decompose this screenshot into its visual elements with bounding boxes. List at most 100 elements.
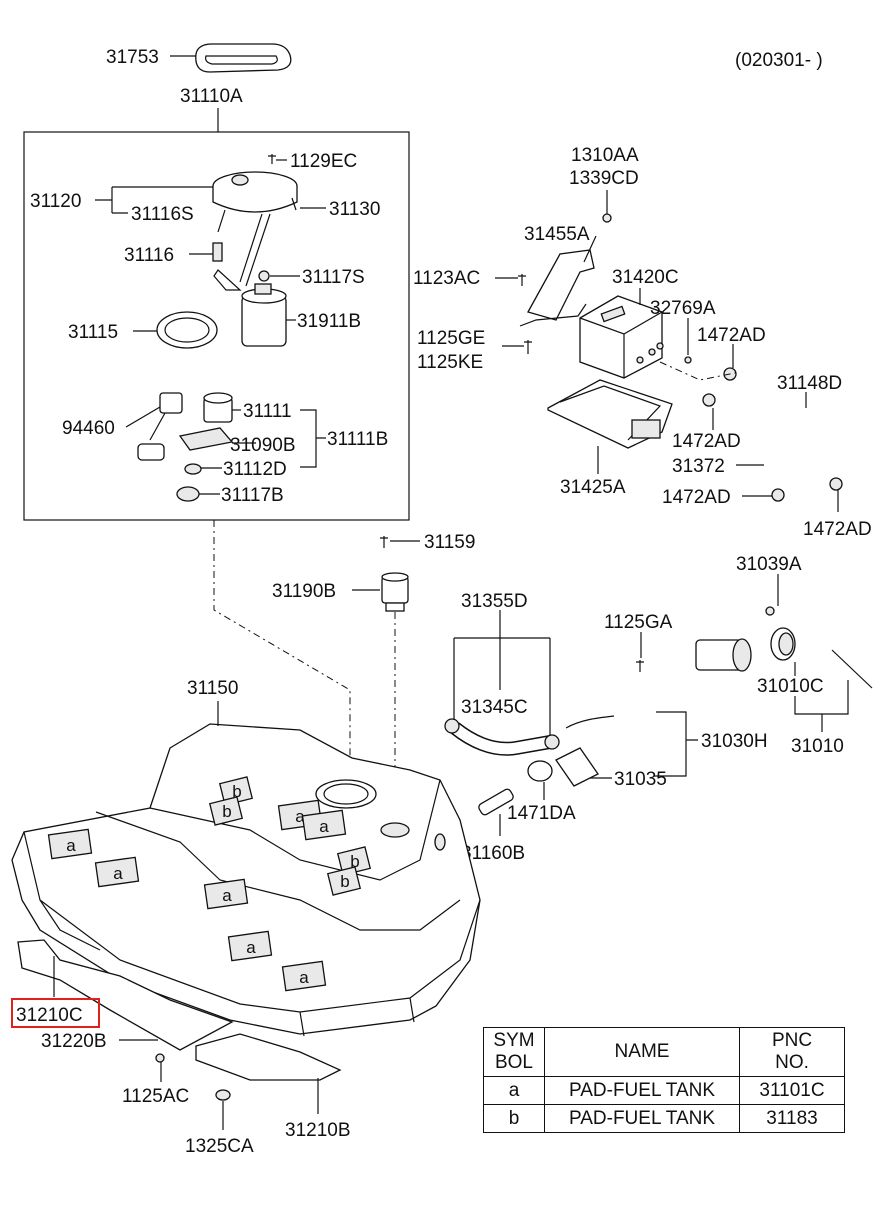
filter-31111[interactable] <box>203 392 233 423</box>
sender-gasket-31115[interactable] <box>156 311 218 349</box>
bolt-1125GE[interactable] <box>524 340 532 354</box>
nut-1310AA[interactable] <box>602 213 612 223</box>
grommet-31117B[interactable] <box>176 486 200 502</box>
label-31110A[interactable]: 31110A <box>180 86 243 107</box>
label-31210B[interactable]: 31210B <box>285 1120 351 1141</box>
label-1472AD-c[interactable]: 1472AD <box>662 487 731 508</box>
label-31425A[interactable]: 31425A <box>560 477 626 498</box>
screw-1129EC[interactable] <box>268 154 276 164</box>
legend-name: PAD-FUEL TANK <box>544 1104 740 1133</box>
hose-31116[interactable] <box>212 242 223 262</box>
clamp-31355D-a[interactable] <box>444 718 460 734</box>
label-31753[interactable]: 31753 <box>106 47 159 68</box>
clamp-1472AD-c[interactable] <box>771 488 785 502</box>
date-code: (020301- ) <box>735 50 823 71</box>
label-31090B[interactable]: 31090B <box>230 435 296 456</box>
protector-31210B[interactable] <box>195 1033 342 1081</box>
gasket-31753[interactable] <box>195 43 292 73</box>
bolt-1123AC[interactable] <box>518 274 526 286</box>
vent-valve-31190B[interactable] <box>381 572 409 612</box>
label-94460[interactable]: 94460 <box>62 418 115 439</box>
label-1125AC[interactable]: 1125AC <box>122 1086 189 1107</box>
label-31130[interactable]: 31130 <box>329 199 380 220</box>
label-1125GE[interactable]: 1125GE <box>417 328 485 349</box>
label-31455A[interactable]: 31455A <box>524 224 590 245</box>
label-1472AD-b[interactable]: 1472AD <box>672 431 741 452</box>
ring-31112D[interactable] <box>184 463 202 475</box>
label-1472AD-a[interactable]: 1472AD <box>697 325 766 346</box>
pump-flange[interactable] <box>212 171 298 291</box>
label-1129EC[interactable]: 1129EC <box>290 151 357 172</box>
label-31160B[interactable]: 31160B <box>461 843 525 864</box>
label-31035[interactable]: 31035 <box>614 769 667 790</box>
label-31030H[interactable]: 31030H <box>701 731 768 752</box>
legend-row[interactable]: a PAD-FUEL TANK 31101C <box>483 1076 845 1105</box>
label-1125KE[interactable]: 1125KE <box>417 352 483 373</box>
fuel-tank-31150[interactable] <box>11 723 481 1037</box>
label-31911B[interactable]: 31911B <box>297 311 361 332</box>
nut-31117S[interactable] <box>258 270 270 282</box>
hose-31345C[interactable] <box>450 722 552 756</box>
label-31220B[interactable]: 31220B <box>41 1031 107 1052</box>
tube-31160B[interactable] <box>477 788 514 816</box>
label-1310AA[interactable]: 1310AA <box>571 145 639 166</box>
label-31115[interactable]: 31115 <box>68 322 118 343</box>
bolt-1125GA[interactable] <box>636 660 644 672</box>
tether-31010[interactable] <box>831 649 873 689</box>
legend-pnc[interactable]: 31101C <box>739 1076 845 1105</box>
pad-marker-b: b <box>350 852 359 871</box>
label-31117B[interactable]: 31117B <box>221 485 284 506</box>
label-31420C[interactable]: 31420C <box>612 267 679 288</box>
clamp-31355D-b[interactable] <box>544 734 560 750</box>
nipple-32769A[interactable] <box>684 356 692 364</box>
canister-31420C[interactable] <box>579 295 664 379</box>
protector-31210C[interactable] <box>17 939 234 1051</box>
label-1125GA[interactable]: 1125GA <box>604 612 673 633</box>
label-31150[interactable]: 31150 <box>187 678 238 699</box>
vent-tube-31035[interactable] <box>555 747 599 787</box>
label-31111B[interactable]: 31111B <box>327 429 388 450</box>
seal-1471DA[interactable] <box>527 760 553 782</box>
label-31345C[interactable]: 31345C <box>461 697 528 718</box>
label-1123AC[interactable]: 1123AC <box>413 268 480 289</box>
label-31120[interactable]: 31120 <box>30 191 81 212</box>
label-31210C[interactable]: 31210C <box>16 1005 83 1026</box>
pump-motor-31911B[interactable] <box>241 283 287 347</box>
vent-hose-31372[interactable] <box>713 393 775 468</box>
screw-31039A[interactable] <box>765 606 775 616</box>
legend-pnc[interactable]: 31183 <box>739 1104 845 1133</box>
float-94460[interactable] <box>137 392 183 461</box>
pin-31130[interactable] <box>291 197 297 211</box>
screw-31159[interactable] <box>380 536 388 548</box>
legend-header-name: NAME <box>544 1027 740 1077</box>
label-31116S[interactable]: 31116S <box>131 204 194 225</box>
label-31190B[interactable]: 31190B <box>272 581 336 602</box>
canister-tray-31425A[interactable] <box>547 379 673 449</box>
legend-row[interactable]: b PAD-FUEL TANK 31183 <box>483 1104 845 1133</box>
label-31355D[interactable]: 31355D <box>461 591 528 612</box>
label-31116[interactable]: 31116 <box>124 245 174 266</box>
label-31112D[interactable]: 31112D <box>223 459 287 480</box>
label-31010C[interactable]: 31010C <box>757 676 824 697</box>
canister-bracket-31455A[interactable] <box>519 249 595 327</box>
label-31159[interactable]: 31159 <box>424 532 475 553</box>
clamp-1472AD-d[interactable] <box>829 477 843 491</box>
nut-1325CA[interactable] <box>215 1089 231 1101</box>
bracket-31090B[interactable] <box>178 427 234 451</box>
label-31039A[interactable]: 31039A <box>736 554 802 575</box>
label-32769A[interactable]: 32769A <box>650 298 716 319</box>
label-1471DA[interactable]: 1471DA <box>507 803 576 824</box>
label-31148D[interactable]: 31148D <box>777 373 842 394</box>
label-31111[interactable]: 31111 <box>243 401 292 422</box>
label-1339CD[interactable]: 1339CD <box>569 168 639 189</box>
label-1472AD-d[interactable]: 1472AD <box>803 519 872 540</box>
filler-cap-31010C[interactable] <box>770 627 796 661</box>
filler-neck-31030H[interactable] <box>565 638 752 766</box>
label-31010[interactable]: 31010 <box>791 736 844 757</box>
label-31117S[interactable]: 31117S <box>302 267 365 288</box>
bolt-1125AC[interactable] <box>155 1053 165 1063</box>
clamp-1472AD-b[interactable] <box>702 393 716 407</box>
label-1325CA[interactable]: 1325CA <box>185 1136 254 1157</box>
label-31372[interactable]: 31372 <box>672 456 725 477</box>
